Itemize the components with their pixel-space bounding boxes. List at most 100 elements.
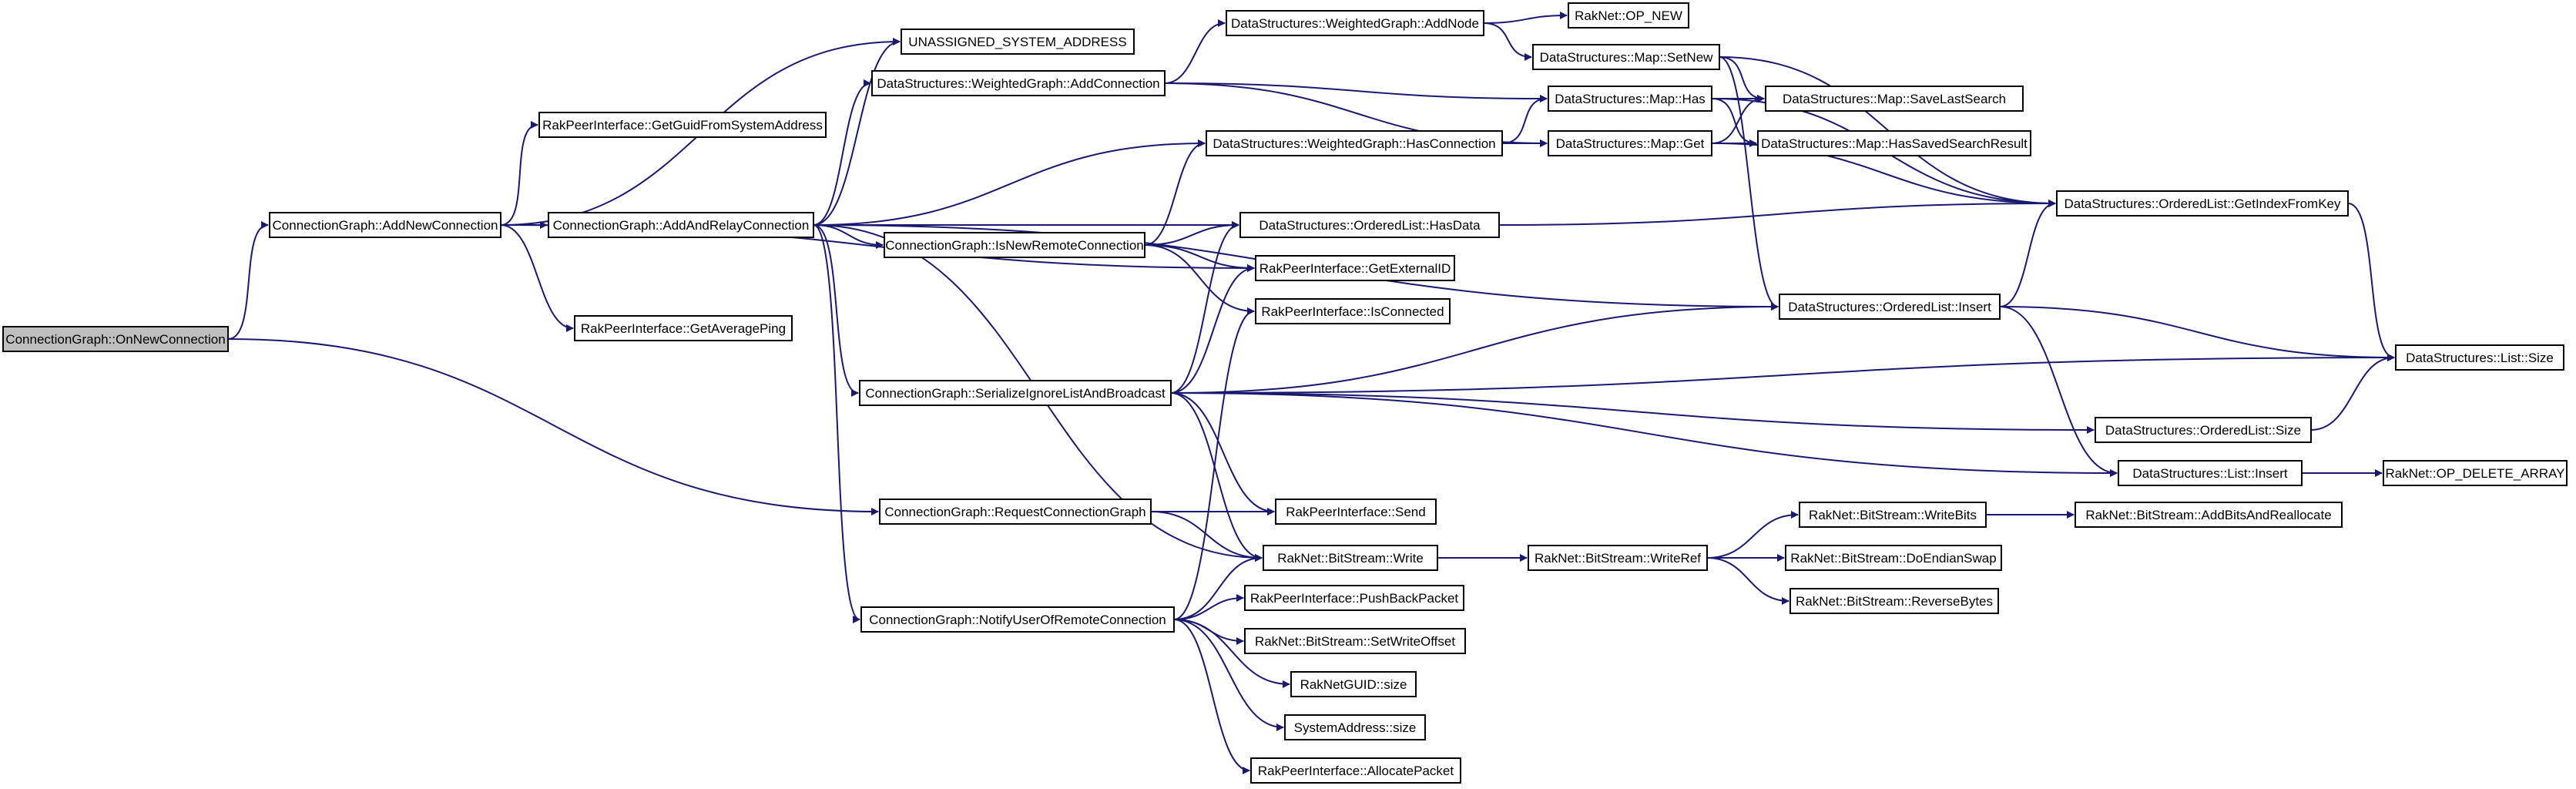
node-label: RakPeerInterface::AllocatePacket bbox=[1258, 764, 1454, 778]
node-box[interactable] bbox=[538, 112, 827, 138]
node-box[interactable] bbox=[2383, 460, 2568, 486]
node-getExtId[interactable]: RakPeerInterface::GetExternalID bbox=[1255, 255, 1455, 281]
node-mapSetNew[interactable]: DataStructures::Map::SetNew bbox=[1532, 44, 1720, 70]
node-olSize[interactable]: DataStructures::OrderedList::Size bbox=[2095, 417, 2312, 443]
node-guidSize[interactable]: RakNetGUID::size bbox=[1290, 671, 1417, 697]
node-box[interactable] bbox=[879, 499, 1152, 525]
node-box[interactable] bbox=[1263, 545, 1438, 571]
node-isNewRemote[interactable]: ConnectionGraph::IsNewRemoteConnection bbox=[884, 232, 1145, 258]
node-wgHasConn[interactable]: DataStructures::WeightedGraph::HasConnec… bbox=[1206, 130, 1503, 156]
node-mapSaveLast[interactable]: DataStructures::Map::SaveLastSearch bbox=[1765, 86, 2024, 112]
node-listSize[interactable]: DataStructures::List::Size bbox=[2395, 344, 2564, 371]
edge-notifyUser-to-isConnected bbox=[1173, 307, 1255, 620]
node-box[interactable] bbox=[2056, 190, 2349, 217]
node-bsAddBits[interactable]: RakNet::BitStream::AddBitsAndReallocate bbox=[2075, 502, 2343, 528]
node-mapGet[interactable]: DataStructures::Map::Get bbox=[1548, 130, 1712, 156]
node-notifyUser[interactable]: ConnectionGraph::NotifyUserOfRemoteConne… bbox=[860, 606, 1175, 633]
node-box[interactable] bbox=[859, 380, 1172, 406]
edge-serialize-to-olInsert bbox=[1170, 303, 1779, 394]
node-label: DataStructures::Map::HasSavedSearchResul… bbox=[1761, 136, 2028, 151]
node-addRelay[interactable]: ConnectionGraph::AddAndRelayConnection bbox=[548, 212, 814, 238]
edge-isNewRemote-to-olHasData bbox=[1144, 221, 1239, 246]
node-box[interactable] bbox=[1226, 10, 1484, 36]
node-pushBack[interactable]: RakPeerInterface::PushBackPacket bbox=[1244, 585, 1464, 611]
node-box[interactable] bbox=[1239, 212, 1500, 238]
node-reqConnGraph[interactable]: ConnectionGraph::RequestConnectionGraph bbox=[879, 499, 1152, 525]
node-box[interactable] bbox=[1255, 255, 1455, 281]
node-isConnected[interactable]: RakPeerInterface::IsConnected bbox=[1255, 298, 1451, 324]
node-label: RakNet::BitStream::ReverseBytes bbox=[1796, 594, 1993, 609]
node-bsWriteBits[interactable]: RakNet::BitStream::WriteBits bbox=[1799, 502, 1987, 528]
node-box[interactable] bbox=[1244, 628, 1466, 654]
node-box[interactable] bbox=[1785, 545, 2002, 571]
node-box[interactable] bbox=[1789, 588, 1999, 614]
node-mapHas[interactable]: DataStructures::Map::Has bbox=[1548, 86, 1712, 112]
node-box[interactable] bbox=[2118, 460, 2303, 486]
node-box[interactable] bbox=[548, 212, 814, 238]
node-label: RakPeerInterface::IsConnected bbox=[1261, 304, 1444, 319]
node-box[interactable] bbox=[1206, 130, 1503, 156]
node-label: DataStructures::List::Size bbox=[2406, 351, 2554, 365]
node-box[interactable] bbox=[1568, 2, 1689, 29]
node-box[interactable] bbox=[871, 70, 1166, 96]
node-box[interactable] bbox=[1765, 86, 2024, 112]
node-allocPacket[interactable]: RakPeerInterface::AllocatePacket bbox=[1250, 757, 1461, 784]
node-box[interactable] bbox=[1548, 130, 1712, 156]
edge-addRelay-to-notifyUser bbox=[813, 224, 860, 623]
node-box[interactable] bbox=[1548, 86, 1712, 112]
node-box[interactable] bbox=[1757, 130, 2031, 156]
edge-serialize-to-listInsert bbox=[1170, 392, 2118, 477]
node-opNew[interactable]: RakNet::OP_NEW bbox=[1568, 2, 1689, 29]
node-bsWriteRef[interactable]: RakNet::BitStream::WriteRef bbox=[1528, 545, 1708, 571]
node-bsReverse[interactable]: RakNet::BitStream::ReverseBytes bbox=[1789, 588, 1999, 614]
node-olHasData[interactable]: DataStructures::OrderedList::HasData bbox=[1239, 212, 1500, 238]
node-olGetIdx[interactable]: DataStructures::OrderedList::GetIndexFro… bbox=[2056, 190, 2349, 217]
node-box[interactable] bbox=[860, 606, 1175, 633]
node-box[interactable] bbox=[2075, 502, 2343, 528]
node-olInsert[interactable]: DataStructures::OrderedList::Insert bbox=[1779, 294, 2001, 320]
node-box[interactable] bbox=[1528, 545, 1708, 571]
node-label: UNASSIGNED_SYSTEM_ADDRESS bbox=[908, 35, 1126, 49]
node-bsWrite[interactable]: RakNet::BitStream::Write bbox=[1263, 545, 1438, 571]
node-box[interactable] bbox=[1799, 502, 1987, 528]
node-box[interactable] bbox=[884, 232, 1145, 258]
node-bsEndian[interactable]: RakNet::BitStream::DoEndianSwap bbox=[1785, 545, 2002, 571]
node-saSize[interactable]: SystemAddress::size bbox=[1284, 714, 1426, 740]
node-mapHasSaved[interactable]: DataStructures::Map::HasSavedSearchResul… bbox=[1757, 130, 2031, 156]
edge-mapHas-to-mapHasSaved bbox=[1711, 98, 1757, 147]
node-label: RakNet::BitStream::AddBitsAndReallocate bbox=[2085, 508, 2331, 522]
node-setWriteOff[interactable]: RakNet::BitStream::SetWriteOffset bbox=[1244, 628, 1466, 654]
node-root[interactable]: ConnectionGraph::OnNewConnection bbox=[2, 326, 229, 352]
node-box[interactable] bbox=[269, 212, 501, 238]
node-box[interactable] bbox=[1290, 671, 1417, 697]
node-wgAddNode[interactable]: DataStructures::WeightedGraph::AddNode bbox=[1226, 10, 1484, 36]
node-box[interactable] bbox=[901, 29, 1135, 55]
node-box[interactable] bbox=[2095, 417, 2312, 443]
node-box[interactable] bbox=[1275, 499, 1437, 525]
node-serialize[interactable]: ConnectionGraph::SerializeIgnoreListAndB… bbox=[859, 380, 1172, 406]
edge-notifyUser-to-bsWrite bbox=[1173, 554, 1263, 620]
node-box[interactable] bbox=[1532, 44, 1720, 70]
node-box[interactable] bbox=[2, 326, 229, 352]
edge-wgAddConn-to-wgAddNode bbox=[1164, 19, 1226, 84]
node-addNewConn[interactable]: ConnectionGraph::AddNewConnection bbox=[269, 212, 501, 238]
node-wgAddConn[interactable]: DataStructures::WeightedGraph::AddConnec… bbox=[871, 70, 1166, 96]
node-box[interactable] bbox=[1779, 294, 2001, 320]
node-opDelArr[interactable]: RakNet::OP_DELETE_ARRAY bbox=[2383, 460, 2568, 486]
node-box[interactable] bbox=[574, 315, 793, 341]
node-label: RakNet::BitStream::Write bbox=[1277, 551, 1424, 566]
node-label: RakNet::BitStream::WriteRef bbox=[1535, 551, 1701, 566]
node-box[interactable] bbox=[1255, 298, 1451, 324]
node-getAvgPing[interactable]: RakPeerInterface::GetAveragePing bbox=[574, 315, 793, 341]
node-unassigned[interactable]: UNASSIGNED_SYSTEM_ADDRESS bbox=[901, 29, 1135, 55]
edge-addRelay-to-unassigned bbox=[813, 38, 901, 226]
node-getGuid[interactable]: RakPeerInterface::GetGuidFromSystemAddre… bbox=[538, 112, 827, 138]
node-listInsert[interactable]: DataStructures::List::Insert bbox=[2118, 460, 2303, 486]
node-box[interactable] bbox=[1250, 757, 1461, 784]
edge-mapSetNew-to-olInsert bbox=[1719, 56, 1779, 311]
node-box[interactable] bbox=[1284, 714, 1426, 740]
node-box[interactable] bbox=[2395, 344, 2564, 371]
node-box[interactable] bbox=[1244, 585, 1464, 611]
node-send[interactable]: RakPeerInterface::Send bbox=[1275, 499, 1437, 525]
